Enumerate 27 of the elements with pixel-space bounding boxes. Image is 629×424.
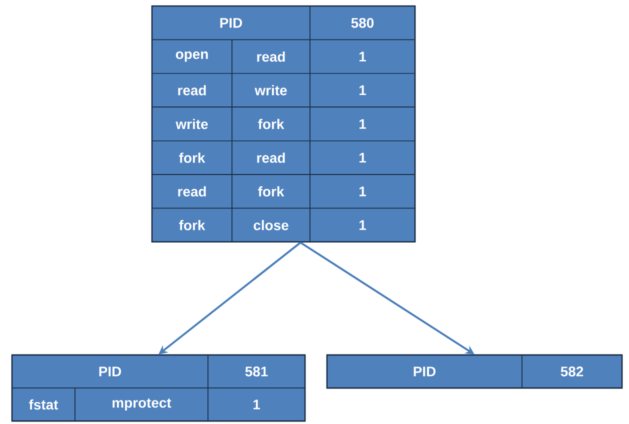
table-cell: write	[152, 106, 232, 142]
table-cell: 582	[522, 354, 622, 388]
table-cell: read	[152, 174, 232, 209]
table-cell: fstat	[12, 388, 76, 422]
table-cell: fork	[152, 208, 232, 242]
table-cell: 1	[310, 140, 416, 175]
table-cell: fork	[152, 140, 232, 175]
table	[151, 5, 416, 243]
table-cell: read	[232, 140, 310, 175]
table-cell: PID	[326, 354, 522, 388]
table-cell: 1	[310, 106, 416, 142]
table-cell: 1	[310, 72, 416, 108]
table-cell: 1	[310, 174, 416, 209]
table-cell: fork	[232, 174, 310, 209]
table-cell: read	[232, 39, 310, 74]
table	[326, 354, 623, 389]
table-cell: 580	[310, 6, 416, 40]
table	[11, 354, 306, 422]
table-cell: 1	[208, 388, 306, 422]
table-cell: close	[232, 208, 310, 242]
table-cell: fork	[232, 106, 310, 142]
table-cell: open	[152, 39, 232, 74]
table-cell: write	[232, 72, 310, 108]
table-cell: read	[152, 72, 232, 108]
table-cell: 581	[208, 354, 306, 388]
table-cell: 1	[310, 208, 416, 242]
table-cell: 1	[310, 39, 416, 74]
